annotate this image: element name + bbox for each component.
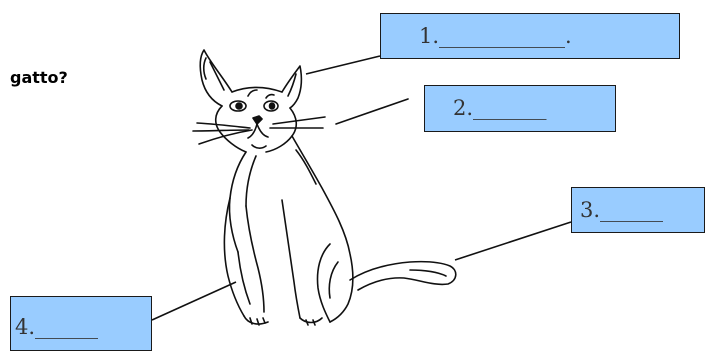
answer-label-3: 3.______ [580,197,664,222]
answer-label-1: 1.____________. [419,23,572,48]
leader-line-leg [151,281,237,321]
answer-label-4: 4.______ [15,315,99,339]
cat-line-drawing-icon [192,49,457,326]
question-text: gatto? [10,68,68,87]
leader-line-ear [305,55,381,75]
answer-box-1[interactable]: 1.____________. [380,13,680,59]
answer-box-3[interactable]: 3.______ [571,187,705,233]
answer-box-4[interactable]: 4.______ [10,296,152,351]
leader-line-tail [454,221,572,261]
leader-lines [151,55,572,321]
answer-box-2[interactable]: 2._______ [424,85,616,132]
answer-label-2: 2._______ [453,96,547,120]
